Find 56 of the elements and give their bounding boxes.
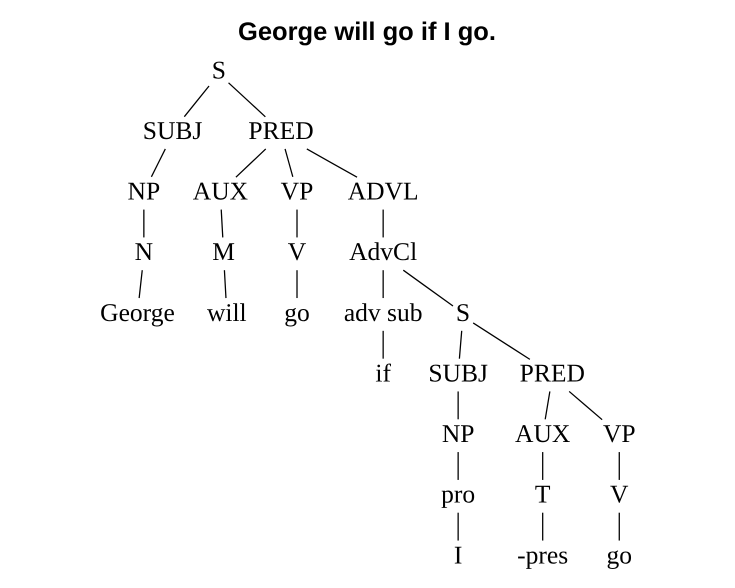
connector [568, 390, 602, 420]
connector [138, 270, 142, 298]
connector [296, 210, 298, 238]
node-text: S [211, 55, 226, 84]
connector [223, 270, 226, 298]
connector [142, 210, 144, 238]
node-text: SUBJ [428, 358, 488, 388]
node-text: S [455, 298, 470, 327]
connector [472, 322, 530, 360]
node-text: NP [441, 419, 474, 448]
node-text: PRED [248, 116, 314, 145]
node-text: AdvCl [348, 237, 417, 266]
node-text: pro [440, 480, 475, 509]
connector [228, 82, 266, 118]
connector [542, 452, 543, 480]
diagram-title: George will go if I go. [237, 18, 496, 46]
connector [402, 270, 453, 307]
connector [382, 270, 384, 298]
node-text: AUX [192, 176, 248, 206]
connector [457, 512, 458, 541]
node-text: T [534, 480, 550, 509]
connector [296, 270, 298, 298]
connector [544, 391, 550, 420]
node-text: SUBJ [142, 116, 202, 145]
connector [457, 391, 458, 420]
connector [220, 210, 223, 238]
connector [382, 210, 384, 238]
node-text: go [606, 540, 632, 570]
node-text: M [212, 237, 234, 266]
node-text: V [287, 237, 306, 266]
node-text: V [610, 480, 628, 509]
node-text: I [453, 540, 462, 570]
node-text: VP [602, 419, 636, 448]
node-text: NP [127, 176, 160, 206]
node-text: George [100, 298, 174, 327]
node-text: N [134, 237, 153, 266]
connector [382, 330, 384, 359]
connector [150, 148, 166, 178]
node-text: -pres [516, 540, 568, 570]
connector [618, 512, 620, 541]
connector [235, 148, 266, 178]
connector [458, 330, 462, 359]
node-text: VP [280, 176, 313, 206]
connector [183, 86, 210, 118]
node-text: PRED [519, 358, 584, 388]
connector [306, 148, 357, 178]
connector [457, 452, 458, 480]
connector [618, 452, 620, 480]
connector [542, 512, 543, 541]
connector [284, 148, 293, 177]
node-text: ADVL [347, 176, 418, 206]
node-text: go [284, 298, 310, 327]
node-text: AUX [514, 419, 570, 448]
node-text: adv sub [343, 298, 422, 327]
node-text: if [374, 358, 390, 388]
node-text: will [206, 298, 246, 327]
